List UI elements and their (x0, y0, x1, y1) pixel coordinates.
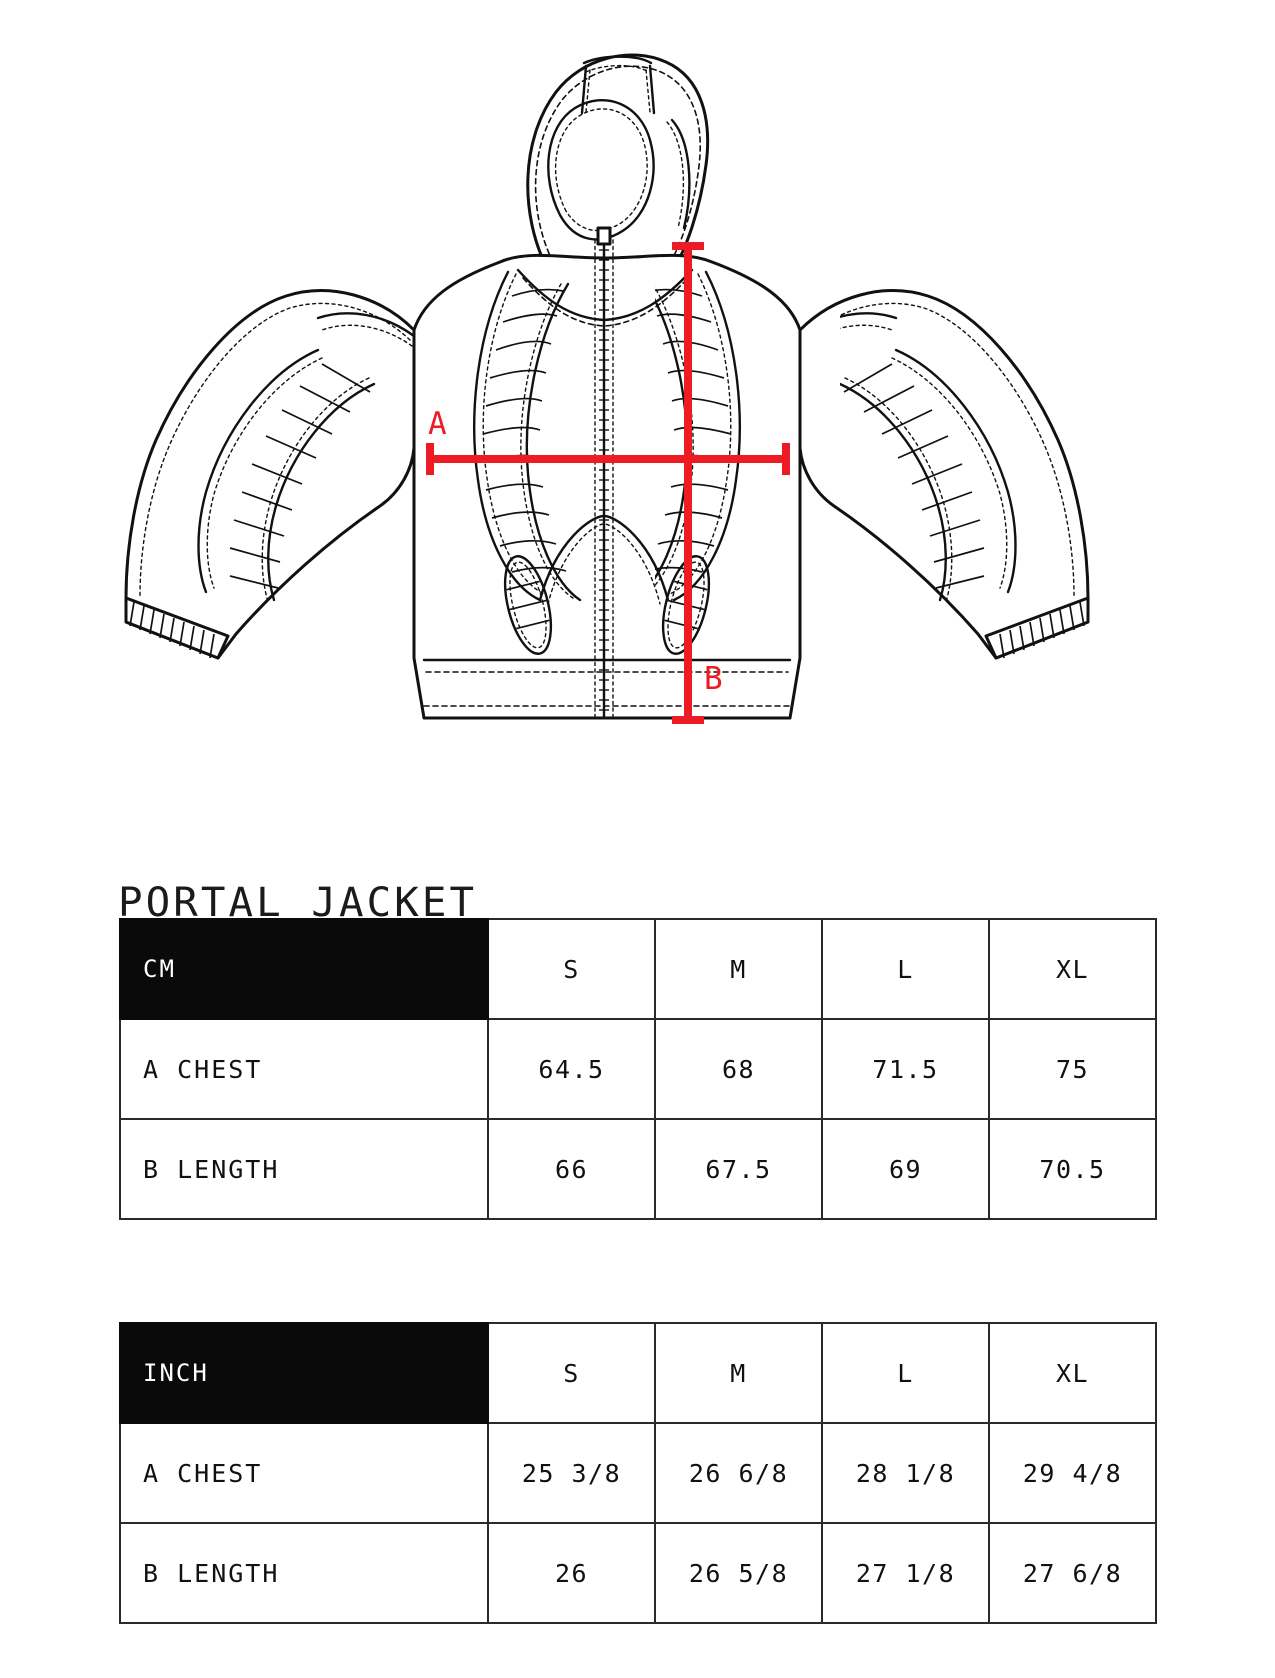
cell-length-m: 26 5/8 (654, 1522, 823, 1624)
sleeve-left (124, 289, 416, 660)
unit-label-cm: CM (119, 918, 489, 1020)
jacket-illustration: .ol { fill:#ffffff; stroke:#111111; stro… (0, 0, 1275, 800)
measure-label-length: B (704, 661, 723, 697)
table-row: A CHEST 25 3/8 26 6/8 28 1/8 29 4/8 (119, 1422, 1157, 1524)
cell-length-m: 67.5 (654, 1118, 823, 1220)
size-table-cm: CM S M L XL A CHEST 64.5 68 71.5 75 B LE… (119, 918, 1157, 1220)
measure-chest-marker (426, 443, 790, 475)
unit-label-inch: INCH (119, 1322, 489, 1424)
jacket-body (412, 226, 802, 720)
cell-length-s: 66 (487, 1118, 656, 1220)
cell-chest-s: 25 3/8 (487, 1422, 656, 1524)
cell-length-xl: 27 6/8 (988, 1522, 1157, 1624)
table-header-row: INCH S M L XL (119, 1322, 1157, 1424)
cell-length-xl: 70.5 (988, 1118, 1157, 1220)
cell-chest-s: 64.5 (487, 1018, 656, 1120)
cell-chest-m: 68 (654, 1018, 823, 1120)
col-header-m: M (654, 918, 823, 1020)
table-row: A CHEST 64.5 68 71.5 75 (119, 1018, 1157, 1120)
cell-chest-xl: 75 (988, 1018, 1157, 1120)
col-header-l: L (821, 918, 990, 1020)
cell-length-s: 26 (487, 1522, 656, 1624)
col-header-xl: XL (988, 1322, 1157, 1424)
col-header-xl: XL (988, 918, 1157, 1020)
cell-chest-l: 71.5 (821, 1018, 990, 1120)
cell-chest-l: 28 1/8 (821, 1422, 990, 1524)
table-row: B LENGTH 66 67.5 69 70.5 (119, 1118, 1157, 1220)
col-header-s: S (487, 1322, 656, 1424)
row-label-chest: A CHEST (119, 1018, 489, 1120)
row-label-length: B LENGTH (119, 1118, 489, 1220)
row-label-chest: A CHEST (119, 1422, 489, 1524)
row-label-length: B LENGTH (119, 1522, 489, 1624)
table-header-row: CM S M L XL (119, 918, 1157, 1020)
cell-length-l: 27 1/8 (821, 1522, 990, 1624)
sleeve-right (798, 289, 1090, 660)
col-header-s: S (487, 918, 656, 1020)
cell-chest-xl: 29 4/8 (988, 1422, 1157, 1524)
pocket-left (503, 555, 553, 655)
col-header-m: M (654, 1322, 823, 1424)
table-row: B LENGTH 26 26 5/8 27 1/8 27 6/8 (119, 1522, 1157, 1624)
size-table-inch: INCH S M L XL A CHEST 25 3/8 26 6/8 28 1… (119, 1322, 1157, 1624)
measure-label-chest: A (428, 406, 447, 442)
cell-chest-m: 26 6/8 (654, 1422, 823, 1524)
cell-length-l: 69 (821, 1118, 990, 1220)
measure-length-marker (672, 242, 704, 724)
zipper (594, 226, 614, 720)
col-header-l: L (821, 1322, 990, 1424)
